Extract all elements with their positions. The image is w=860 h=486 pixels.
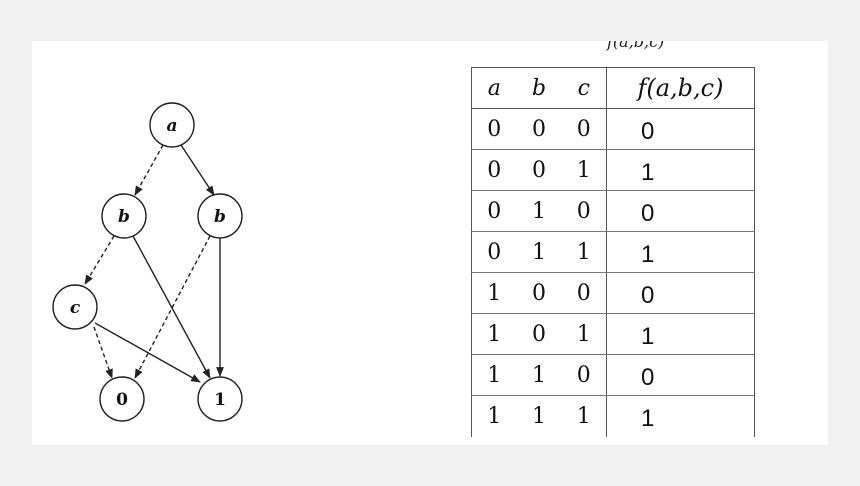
cell-b: 0 bbox=[516, 149, 562, 191]
table-row: 1 0 0 0 bbox=[471, 272, 755, 314]
cell-b: 0 bbox=[516, 108, 562, 150]
terminal-zero: 0 bbox=[99, 376, 145, 422]
edge-b-left-to-c-dashed bbox=[84, 235, 115, 285]
node-c: c bbox=[52, 284, 98, 330]
cell-f: 0 bbox=[606, 354, 755, 396]
node-a-label: a bbox=[166, 116, 177, 136]
terminal-zero-label: 0 bbox=[116, 390, 128, 410]
node-b-right-label: b bbox=[214, 207, 226, 227]
node-b-right: b bbox=[197, 193, 243, 239]
terminal-one-label: 1 bbox=[214, 390, 226, 410]
edge-c-to-zero-dashed bbox=[93, 326, 113, 379]
node-b-left: b bbox=[101, 193, 147, 239]
cell-b: 1 bbox=[516, 190, 562, 232]
cell-a: 0 bbox=[471, 231, 517, 273]
cell-a: 1 bbox=[471, 313, 517, 355]
cell-b: 0 bbox=[516, 272, 562, 314]
table-row: 1 1 1 1 bbox=[472, 395, 755, 437]
table-row: 0 1 1 1 bbox=[471, 231, 755, 273]
edge-a-to-b-right-solid bbox=[180, 144, 215, 196]
edge-c-to-one-solid bbox=[94, 322, 201, 383]
table-row: 0 0 0 0 bbox=[471, 108, 755, 150]
cell-c: 0 bbox=[561, 190, 607, 232]
terminal-one: 1 bbox=[197, 376, 243, 422]
node-b-left-label: b bbox=[118, 207, 130, 227]
header-b: b bbox=[516, 67, 562, 109]
cell-c: 0 bbox=[561, 354, 607, 396]
table-row: 1 1 0 0 bbox=[471, 354, 755, 396]
table-row: 1 0 1 1 bbox=[471, 313, 755, 355]
truth-table-header-row: a b c f(a,b,c) bbox=[471, 67, 755, 109]
header-c: c bbox=[561, 67, 607, 109]
cell-c: 0 bbox=[561, 272, 607, 314]
node-c-label: c bbox=[70, 298, 81, 318]
cell-b: 1 bbox=[532, 403, 546, 429]
edge-b-right-to-zero-dashed bbox=[134, 235, 211, 379]
cell-b: 1 bbox=[516, 231, 562, 273]
header-a: a bbox=[471, 67, 517, 109]
cell-c: 1 bbox=[561, 149, 607, 191]
cell-a: 0 bbox=[471, 190, 517, 232]
cell-f: 1 bbox=[606, 395, 755, 437]
cell-b: 1 bbox=[516, 354, 562, 396]
cell-c: 1 bbox=[561, 231, 607, 273]
cell-c: 0 bbox=[561, 108, 607, 150]
cell-f: 1 bbox=[606, 149, 755, 191]
cell-f: 0 bbox=[606, 272, 755, 314]
cell-c: 1 bbox=[576, 403, 591, 429]
cell-a: 1 bbox=[471, 272, 517, 314]
clipped-caption-text: f(a,b,c) bbox=[607, 41, 665, 51]
cell-f: 1 bbox=[606, 313, 755, 355]
figure-panel: f(a,b,c) a b b c bbox=[32, 41, 828, 445]
table-row: 0 0 1 1 bbox=[471, 149, 755, 191]
bdd-diagram: a b b c 0 1 bbox=[52, 102, 243, 422]
cell-b: 0 bbox=[516, 313, 562, 355]
node-a: a bbox=[149, 102, 195, 148]
edge-b-left-to-one-solid bbox=[132, 235, 211, 379]
cell-a: 0 bbox=[471, 149, 517, 191]
cell-f: 0 bbox=[606, 190, 755, 232]
header-f: f(a,b,c) bbox=[606, 67, 755, 109]
truth-table: a b c f(a,b,c) 0 0 0 0 0 0 1 1 0 1 0 bbox=[471, 67, 755, 437]
cell-a: 1 bbox=[471, 354, 517, 396]
table-row: 0 1 0 0 bbox=[471, 190, 755, 232]
cell-f: 1 bbox=[606, 231, 755, 273]
cell-f: 0 bbox=[606, 108, 755, 150]
edge-a-to-b-left-dashed bbox=[134, 144, 164, 196]
cell-a: 0 bbox=[471, 108, 517, 150]
cell-a: 1 bbox=[487, 403, 502, 429]
cell-c: 1 bbox=[561, 313, 607, 355]
